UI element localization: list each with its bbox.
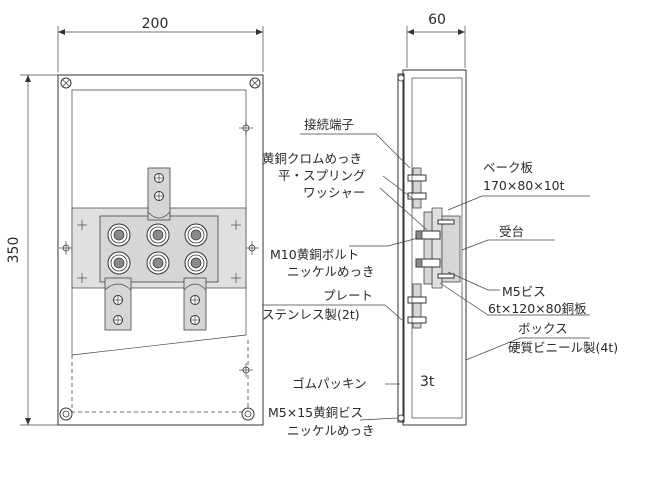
washer-label-1: 黄銅クロムめっき xyxy=(262,151,362,166)
screw-finish-label: ニッケルめっき xyxy=(287,423,375,438)
terminal-label: 接続端子 xyxy=(304,117,354,132)
gasket-label: ゴムパッキン xyxy=(292,376,367,391)
height-dimension: 350 xyxy=(6,237,22,264)
copper-plate-label: 6t×120×80銅板 xyxy=(488,301,587,316)
width-dimension: 200 xyxy=(142,16,169,32)
screw-label: M5×15黄銅ビス xyxy=(268,405,363,420)
m10-bolt-grid xyxy=(107,223,208,275)
washer-label-3: ワッシャー xyxy=(303,185,366,200)
side-bolts xyxy=(407,174,455,324)
copper-plate-side xyxy=(423,211,433,285)
thickness-label: 3t xyxy=(420,374,435,390)
m5-label: M5ビス xyxy=(502,284,546,299)
plate-label: プレート xyxy=(323,288,373,303)
side-view: 60 3t xyxy=(262,12,590,426)
box-outline xyxy=(402,69,467,426)
left-terminal xyxy=(104,277,132,331)
right-terminal xyxy=(183,277,207,331)
leader-lines xyxy=(262,133,590,421)
m10-bolt-label: M10黄銅ボルト xyxy=(270,247,359,262)
center-terminal xyxy=(147,167,171,221)
callouts: 接続端子 黄銅クロムめっき 平・スプリング ワッシャー ベーク板 170×80×… xyxy=(262,117,618,438)
depth-dimension: 60 xyxy=(428,12,446,28)
box-material-label: 硬質ビニール製(4t) xyxy=(508,340,618,355)
m10-bolt-finish-label: ニッケルめっき xyxy=(287,264,375,279)
base-side xyxy=(441,215,461,283)
mounting-marks xyxy=(59,121,259,377)
box-label: ボックス xyxy=(518,321,568,336)
base-label: 受台 xyxy=(499,224,524,239)
plate-material-label: ステンレス製(2t) xyxy=(262,307,360,322)
corner-screws xyxy=(59,77,261,421)
washer-label-2: 平・スプリング xyxy=(278,168,366,183)
bake-board-label: ベーク板 xyxy=(483,160,534,175)
front-plate-outline xyxy=(57,74,264,426)
bake-board-size-label: 170×80×10t xyxy=(483,178,565,193)
front-view: 200 350 xyxy=(6,16,264,426)
